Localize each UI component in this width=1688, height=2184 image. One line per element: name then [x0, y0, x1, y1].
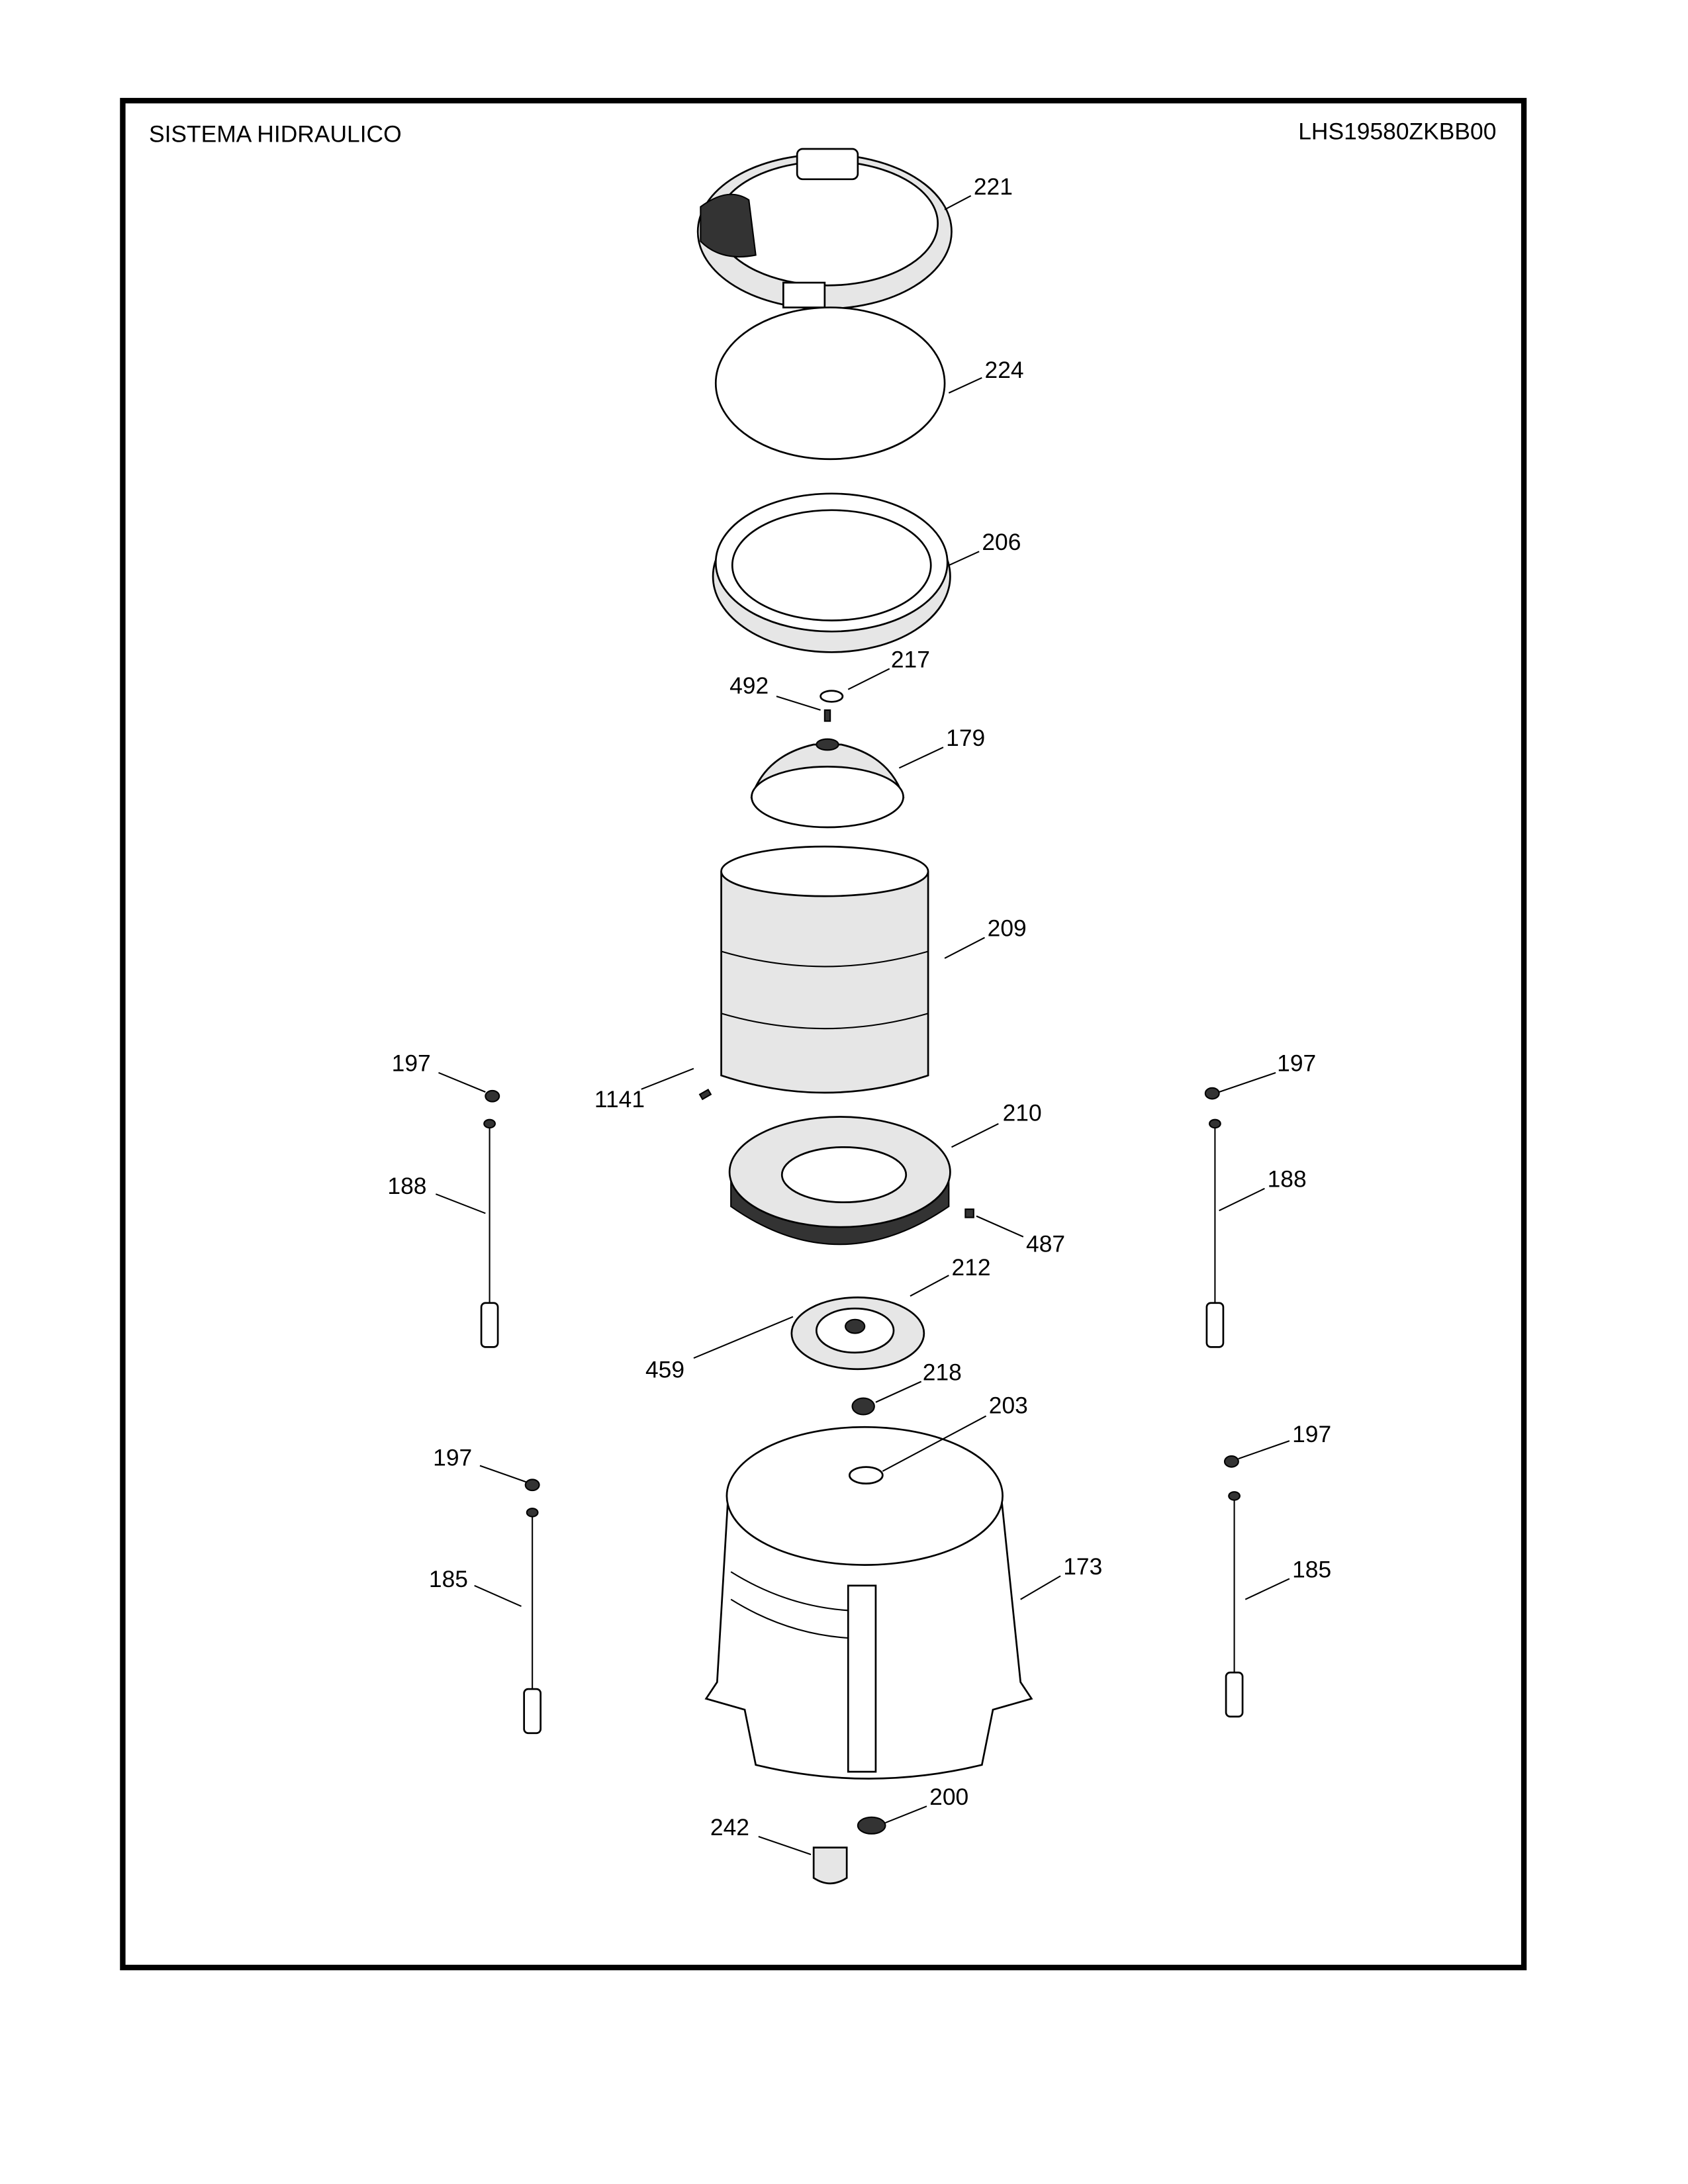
part-188-suspension-rod-left — [480, 1089, 500, 1348]
part-217-cap — [820, 690, 844, 703]
part-179-impeller — [750, 738, 905, 829]
part-1141-screw — [698, 1088, 712, 1101]
part-492-screw — [823, 709, 831, 722]
diagram-title: SISTEMA HIDRAULICO — [149, 121, 402, 148]
callout-188: 188 — [387, 1173, 426, 1199]
part-200-seal — [857, 1816, 886, 1835]
callout-179: 179 — [946, 725, 985, 751]
part-209-wash-basket — [720, 845, 929, 1094]
callout-492: 492 — [729, 672, 769, 699]
callout-197: 197 — [392, 1050, 431, 1077]
part-221-lid-frame — [696, 148, 953, 310]
diagram-border — [120, 97, 1527, 1971]
callout-218: 218 — [923, 1359, 962, 1385]
part-210-basket-base — [728, 1116, 951, 1246]
callout-200: 200 — [929, 1784, 968, 1810]
callout-197: 197 — [1292, 1421, 1331, 1447]
callout-221: 221 — [974, 173, 1013, 200]
callout-203: 203 — [989, 1392, 1028, 1418]
model-number: LHS19580ZKBB00 — [1298, 118, 1496, 144]
callout-206: 206 — [982, 529, 1021, 555]
callout-212: 212 — [952, 1254, 991, 1281]
callout-210: 210 — [1003, 1100, 1042, 1126]
callout-242: 242 — [710, 1814, 749, 1841]
part-224-gasket — [714, 306, 946, 461]
callout-197: 197 — [433, 1445, 472, 1471]
part-185-suspension-rod-left — [523, 1479, 542, 1735]
callout-188: 188 — [1268, 1166, 1307, 1193]
part-212-hub — [790, 1297, 925, 1371]
callout-labels: 221 224 206 217 492 179 209 197 1141 197… — [387, 173, 1331, 1841]
part-218-nut — [851, 1397, 875, 1416]
callout-487: 487 — [1026, 1231, 1065, 1257]
part-188-suspension-rod-right — [1204, 1087, 1225, 1348]
callout-185: 185 — [1292, 1556, 1331, 1582]
callout-217: 217 — [891, 646, 930, 672]
part-242-drain-cap — [812, 1846, 848, 1885]
callout-459: 459 — [645, 1356, 684, 1383]
callout-185: 185 — [429, 1566, 468, 1592]
part-487-screw — [964, 1208, 974, 1218]
callout-197: 197 — [1277, 1050, 1316, 1077]
part-206-balance-ring — [712, 492, 951, 653]
callout-173: 173 — [1063, 1553, 1102, 1580]
callout-224: 224 — [985, 357, 1024, 383]
callout-209: 209 — [988, 915, 1027, 942]
callout-1141: 1141 — [594, 1086, 645, 1113]
leader-lines — [435, 195, 1290, 1856]
part-173-outer-tub — [704, 1426, 1033, 1780]
part-185-suspension-rod-right — [1223, 1455, 1244, 1718]
